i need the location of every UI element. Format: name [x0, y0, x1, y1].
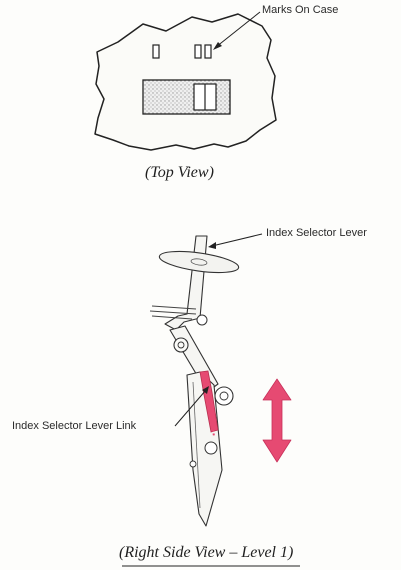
marks-callout-leader [215, 11, 261, 48]
support-rod-middle [149, 310, 197, 315]
side-view-caption: (Right Side View – Level 1) [119, 544, 294, 561]
link-dashed-strip [206, 397, 215, 437]
lever-disc-inner [190, 258, 208, 266]
case-mark-slot-right [204, 44, 212, 59]
support-rod-upper [151, 305, 197, 310]
top-view-diagram [94, 11, 277, 151]
link-pivot-ring-upper-center [219, 391, 229, 401]
lever-label-leader [211, 233, 263, 247]
link-pivot-ring-lower [204, 441, 218, 455]
arm-pivot-screw-center [177, 341, 185, 349]
link-label-leader [174, 389, 207, 427]
top-view-caption: (Top View) [145, 164, 214, 181]
support-rod-lower [151, 315, 193, 320]
frame-pin-lower [189, 460, 197, 468]
case-mark-slot-left [152, 44, 160, 59]
marks-callout-arrowhead [213, 42, 222, 50]
lever-disc [158, 250, 240, 274]
rod-end-pivot [196, 314, 208, 326]
link-pivot-ring-upper [214, 386, 234, 406]
link-label-arrowhead [202, 386, 209, 394]
selector-window-stippled [142, 79, 231, 115]
side-view-diagram [149, 233, 292, 527]
marks-on-case-label: Marks On Case [262, 4, 339, 16]
index-selector-lever-link-label: Index Selector Lever Link [12, 420, 137, 432]
lever-label-arrowhead [208, 242, 216, 249]
double-headed-vertical-arrow-icon [262, 378, 292, 463]
arm-pivot-screw [173, 337, 189, 353]
case-mark-slot-center [194, 44, 202, 59]
index-selector-lever-link-accent [199, 370, 219, 433]
index-selector-lever-label: Index Selector Lever [266, 227, 367, 239]
